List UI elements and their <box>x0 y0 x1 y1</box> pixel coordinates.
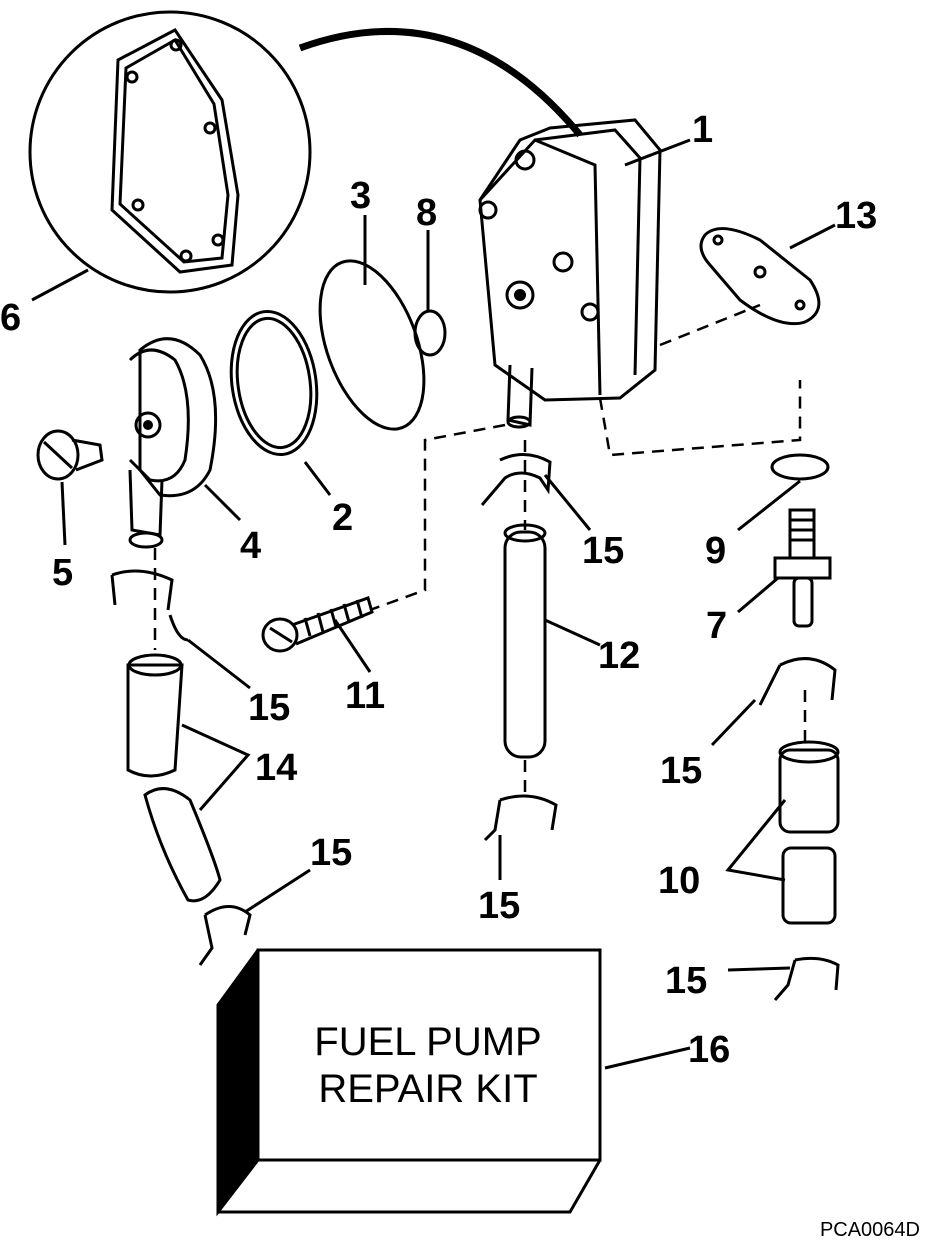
callout-4: 4 <box>240 525 261 567</box>
long-hose <box>503 523 547 759</box>
assembly-lines <box>153 303 807 795</box>
callout-11: 11 <box>345 675 385 717</box>
hose-clamps <box>110 453 840 1001</box>
callout-12: 12 <box>598 635 640 677</box>
callout-15-a: 15 <box>582 530 624 572</box>
pump-body <box>478 118 662 429</box>
small-o-ring <box>413 309 447 357</box>
long-screw <box>261 596 374 653</box>
short-hoses <box>126 653 222 903</box>
callout-3: 3 <box>350 175 371 217</box>
oval-gasket <box>699 227 821 326</box>
filter-screen <box>318 259 426 431</box>
thumb-screw <box>36 429 104 481</box>
filter-elements <box>778 740 840 925</box>
callout-1: 1 <box>692 109 713 151</box>
callout-6: 6 <box>0 297 21 339</box>
callout-8: 8 <box>416 192 437 234</box>
kit-line-2: REPAIR KIT <box>318 1067 537 1111</box>
callout-7: 7 <box>706 605 727 647</box>
callout-15-f: 15 <box>665 960 707 1002</box>
callout-13: 13 <box>835 195 877 237</box>
large-o-ring <box>229 309 319 457</box>
callout-5: 5 <box>52 552 73 594</box>
callout-10: 10 <box>658 860 700 902</box>
callout-14: 14 <box>255 747 297 789</box>
fitting-o-ring <box>770 453 830 481</box>
callout-15-b: 15 <box>248 687 290 729</box>
callout-15-d: 15 <box>310 832 352 874</box>
inlet-fitting <box>773 508 832 628</box>
callout-9: 9 <box>705 530 726 572</box>
callout-labels: 1 2 3 4 5 6 7 8 9 10 11 12 13 14 15 15 1… <box>0 109 877 1071</box>
callout-16: 16 <box>688 1029 730 1071</box>
callout-15-e: 15 <box>478 885 520 927</box>
part-code: PCA0064D <box>820 1219 920 1241</box>
gasket-detail-circle <box>28 10 583 294</box>
filter-cover <box>128 337 218 549</box>
callout-15-c: 15 <box>660 750 702 792</box>
callout-2: 2 <box>332 497 353 539</box>
repair-kit-box: FUEL PUMP REPAIR KIT <box>216 948 602 1217</box>
leader-lines <box>31 138 836 1070</box>
kit-line-1: FUEL PUMP <box>314 1020 541 1064</box>
